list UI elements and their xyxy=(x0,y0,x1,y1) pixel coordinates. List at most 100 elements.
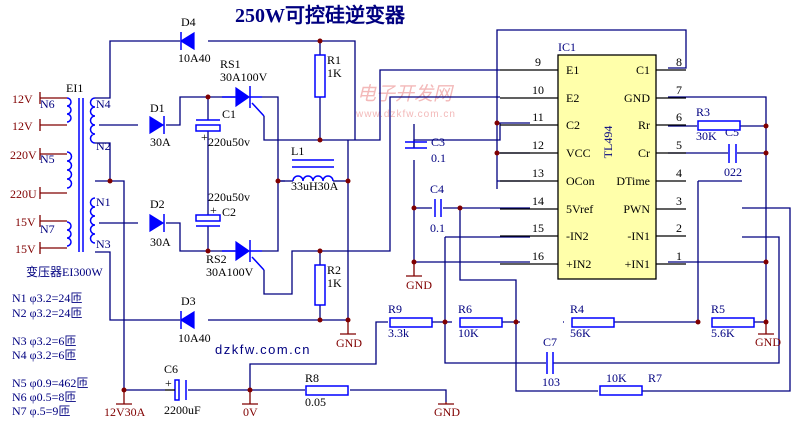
ic-pin-number: 6 xyxy=(676,110,682,124)
inductor-l1: L1 33uH30A xyxy=(291,144,339,193)
ic-pin-name: E2 xyxy=(566,91,579,105)
zero-v-node: 0V xyxy=(242,390,258,419)
ic-pin-name: 5Vref xyxy=(566,202,593,216)
c6-plus: + xyxy=(165,376,172,390)
capacitor-c6: + C6 2200uF xyxy=(164,362,201,417)
capacitor-c1: + C1 220u50v xyxy=(195,107,250,149)
ic-part: TL494 xyxy=(601,126,615,159)
r2-ref: R2 xyxy=(327,263,341,277)
ic-pin-name: -IN1 xyxy=(627,229,650,243)
junctions-control xyxy=(411,120,769,325)
capacitor-c4: C4 0.1 xyxy=(430,182,445,235)
winding-label: N1 xyxy=(96,195,111,209)
c1-value: 220u50v xyxy=(208,135,250,149)
winding-label: N4 xyxy=(96,97,111,111)
spec-line: N7 φ.5=9匝 xyxy=(12,404,70,418)
r1-value: 1K xyxy=(327,66,342,80)
resistor-r9: R9 3.3k xyxy=(388,302,433,340)
ic-pin-number: 14 xyxy=(532,194,544,208)
diode-d2: D2 30A xyxy=(149,197,171,249)
transformer-ei1: EI1 12V 12V 220V 220U 15V 15V N6 N5 N7 N… xyxy=(10,81,111,279)
c1-ref: C1 xyxy=(222,107,236,121)
gnd-symbol-r8: GND xyxy=(434,402,460,419)
d3-ref: D3 xyxy=(181,294,196,308)
winding-label: N5 xyxy=(40,152,55,166)
diode-d4: D4 10A40 xyxy=(178,15,211,65)
l1-value: 33uH30A xyxy=(291,179,339,193)
c2-plus: + xyxy=(210,203,217,217)
ic-pin-number: 15 xyxy=(532,221,544,235)
c6-value: 2200uF xyxy=(164,403,201,417)
rs2-ref: RS2 xyxy=(206,252,227,266)
rs1-value: 30A100V xyxy=(220,70,268,84)
gnd-label: GND xyxy=(406,278,432,292)
rs1-ref: RS1 xyxy=(220,57,241,71)
r3-ref: R3 xyxy=(696,105,710,119)
spec-line: N3 φ3.2=6匝 xyxy=(12,334,76,348)
gnd-symbol-r5: GND xyxy=(755,322,781,349)
ic-pin-name: GND xyxy=(624,91,650,105)
resistor-r3: R3 30K xyxy=(696,105,741,143)
r4-value: 56K xyxy=(570,326,591,340)
scr-rs1: RS1 30A100V xyxy=(220,57,268,117)
winding-specs: N1 φ3.2=24匝 N2 φ3.2=24匝 N3 φ3.2=6匝 N4 φ3… xyxy=(12,291,88,418)
spec-line: N4 φ3.2=6匝 xyxy=(12,348,76,362)
ic-pin-number: 8 xyxy=(676,55,682,69)
ic-pin-number: 16 xyxy=(532,249,544,263)
ic-pin-number: 12 xyxy=(532,138,544,152)
spec-line: N1 φ3.2=24匝 xyxy=(12,291,82,305)
c1-plus: + xyxy=(201,130,208,144)
spec-line: N6 φ0.5=8匝 xyxy=(12,390,76,404)
c4-value: 0.1 xyxy=(430,221,445,235)
d4-value: 10A40 xyxy=(178,51,211,65)
winding-label: N3 xyxy=(96,237,111,251)
spec-line: N5 φ0.9=462匝 xyxy=(12,376,88,390)
c2-value: 220u50v xyxy=(208,190,250,204)
winding-label: N6 xyxy=(40,97,55,111)
r7-value: 10K xyxy=(606,371,627,385)
ic1-tl494: IC1 TL494 9E110E211C212VCC13OCon145Vref1… xyxy=(500,40,686,280)
resistor-r6: R6 10K xyxy=(458,302,503,340)
ic-pin-number: 11 xyxy=(532,110,544,124)
d3-value: 10A40 xyxy=(178,331,211,345)
scr-rs2: RS2 30A100V xyxy=(206,240,265,279)
battery-terminal: 12V30A xyxy=(104,390,146,419)
diode-d1: D1 30A xyxy=(149,101,171,149)
resistor-r8: R8 0.05 xyxy=(305,371,349,409)
r4-ref: R4 xyxy=(570,302,584,316)
c7-value: 103 xyxy=(542,375,560,389)
ic-pin-name: +IN1 xyxy=(625,257,650,271)
c2-ref: C2 xyxy=(222,205,236,219)
power-wires xyxy=(95,40,500,402)
watermark-cn: 电子开发网 xyxy=(357,83,455,105)
ic-pin-name: PWN xyxy=(623,202,650,216)
rs2-value: 30A100V xyxy=(206,265,254,279)
c6-ref: C6 xyxy=(164,362,178,376)
battery-label: 12V30A xyxy=(104,405,146,419)
ic-pin-number: 9 xyxy=(535,55,541,69)
resistor-r5: R5 5.6K xyxy=(711,302,755,340)
gnd-label: GND xyxy=(755,335,781,349)
tap-label: 220V xyxy=(10,148,37,162)
transformer-ref: EI1 xyxy=(66,81,83,95)
ic-pin-name: Rr xyxy=(638,118,650,132)
r2-value: 1K xyxy=(327,276,342,290)
capacitor-c7: C7 103 xyxy=(542,335,560,389)
gnd-label: GND xyxy=(434,405,460,419)
ic-pin-name: OCon xyxy=(566,174,595,188)
c5-value: 022 xyxy=(724,165,742,179)
ic-pin-name: E1 xyxy=(566,63,579,77)
tap-label: 12V xyxy=(12,119,33,133)
ic-pin-number: 13 xyxy=(532,166,544,180)
c3-ref: C3 xyxy=(431,135,445,149)
r9-ref: R9 xyxy=(388,302,402,316)
r3-value: 30K xyxy=(696,129,717,143)
watermark-url: www.dzkfw.com.cn xyxy=(355,109,456,120)
r6-value: 10K xyxy=(458,326,479,340)
r5-ref: R5 xyxy=(711,302,725,316)
tap-label: 15V xyxy=(15,215,36,229)
d2-value: 30A xyxy=(150,235,171,249)
capacitor-c3: C3 0.1 xyxy=(405,135,446,165)
